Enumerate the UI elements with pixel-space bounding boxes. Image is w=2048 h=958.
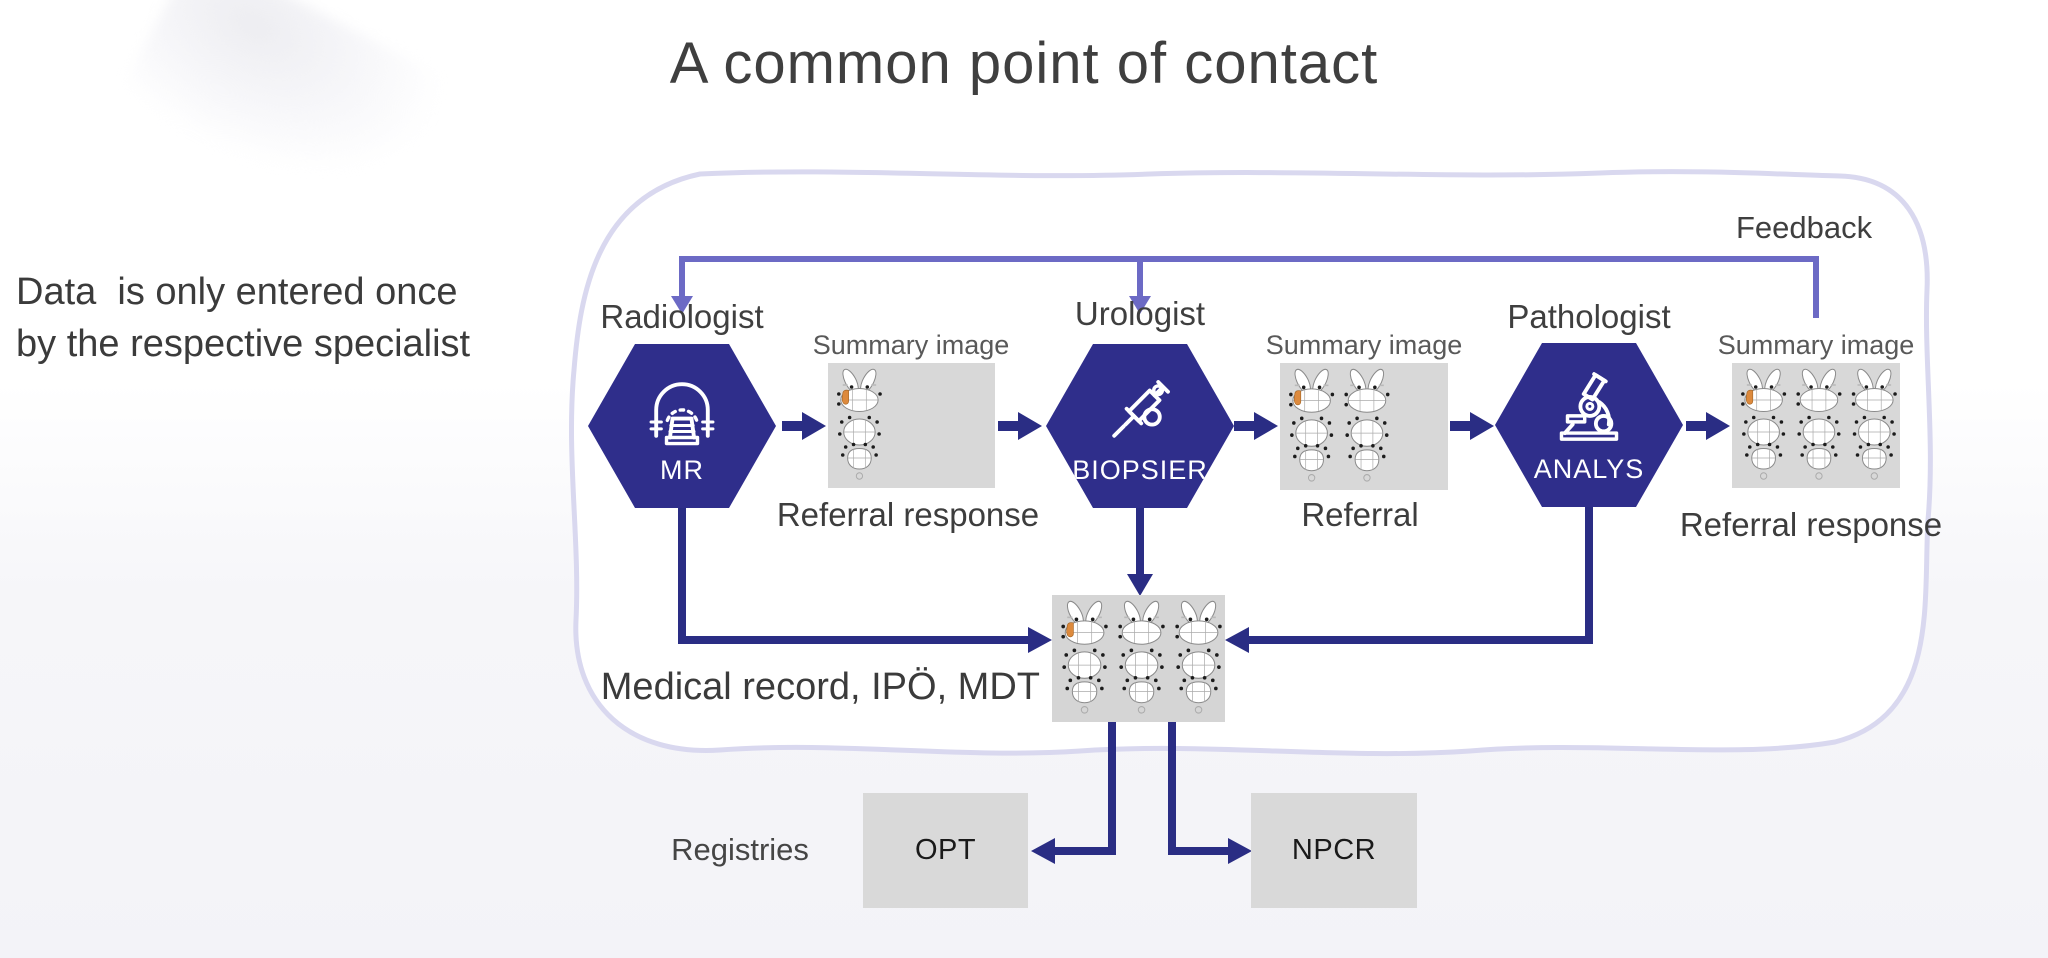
registry-box-opt: OPT: [863, 793, 1028, 908]
registries-label: Registries: [671, 832, 809, 867]
summary-image-referral-response-2: [1732, 363, 1900, 488]
hexagon-caption-biopsier: BIOPSIER: [1072, 454, 1208, 485]
side-note: Data is only entered once by the respect…: [16, 271, 471, 366]
medical-record-label: Medical record, IPÖ, MDT: [600, 666, 1040, 708]
caption-referral-response-1: Referral response: [776, 496, 1040, 533]
feedback-label: Feedback: [1736, 210, 1873, 245]
summary-label-1: Summary image: [812, 330, 1010, 360]
role-label-urologist: Urologist: [1074, 295, 1206, 332]
registry-box-npcr: NPCR: [1251, 793, 1417, 908]
microscope-icon: [1559, 371, 1619, 441]
syringe-icon: [1112, 379, 1170, 438]
caption-referral: Referral: [1301, 496, 1419, 533]
summary-label-2: Summary image: [1265, 330, 1463, 360]
hexagon-caption-mr: MR: [660, 454, 704, 485]
medical-record-image: [1052, 595, 1225, 722]
summary-label-3: Summary image: [1717, 330, 1915, 360]
summary-image-referral: [1280, 363, 1448, 490]
hexagon-caption-analys: ANALYS: [1533, 453, 1645, 484]
mri-scanner-icon: [649, 381, 715, 445]
role-label-pathologist: Pathologist: [1507, 298, 1671, 335]
hexagon-radiologist: MR: [588, 344, 776, 508]
hexagon-urologist: BIOPSIER: [1046, 344, 1234, 508]
role-label-radiologist: Radiologist: [600, 298, 764, 335]
page-title: A common point of contact: [669, 31, 1379, 96]
summary-image-referral-response-1: [828, 363, 995, 488]
caption-referral-response-2: Referral response: [1679, 506, 1943, 543]
hexagon-pathologist: ANALYS: [1495, 343, 1683, 507]
